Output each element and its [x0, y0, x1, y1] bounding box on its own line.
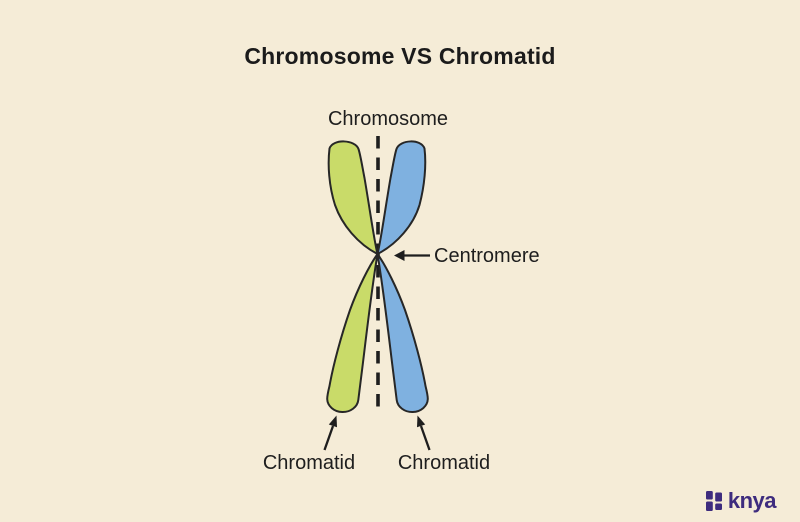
chromatid-left-arrow	[323, 415, 337, 451]
page-title: Chromosome VS Chromatid	[244, 43, 556, 69]
chromatid-left-top-arm	[327, 140, 379, 255]
knya-logo-text: knya	[727, 488, 777, 513]
chromatid-right-bottom-arm	[376, 253, 429, 414]
knya-blocks-icon	[705, 490, 723, 512]
chromatid-right-top-arm	[376, 140, 427, 255]
chromatid-right-arrow	[417, 415, 431, 451]
chromatid-right-label: Chromatid	[397, 452, 491, 474]
chromatid-left-bottom-arm	[326, 253, 379, 414]
knya-logo: knya	[705, 488, 777, 513]
chromosome-label: Chromosome	[327, 108, 449, 130]
chromatid-left-label: Chromatid	[262, 452, 356, 474]
centromere-label: Centromere	[434, 245, 540, 267]
centromere-arrow	[394, 250, 430, 261]
